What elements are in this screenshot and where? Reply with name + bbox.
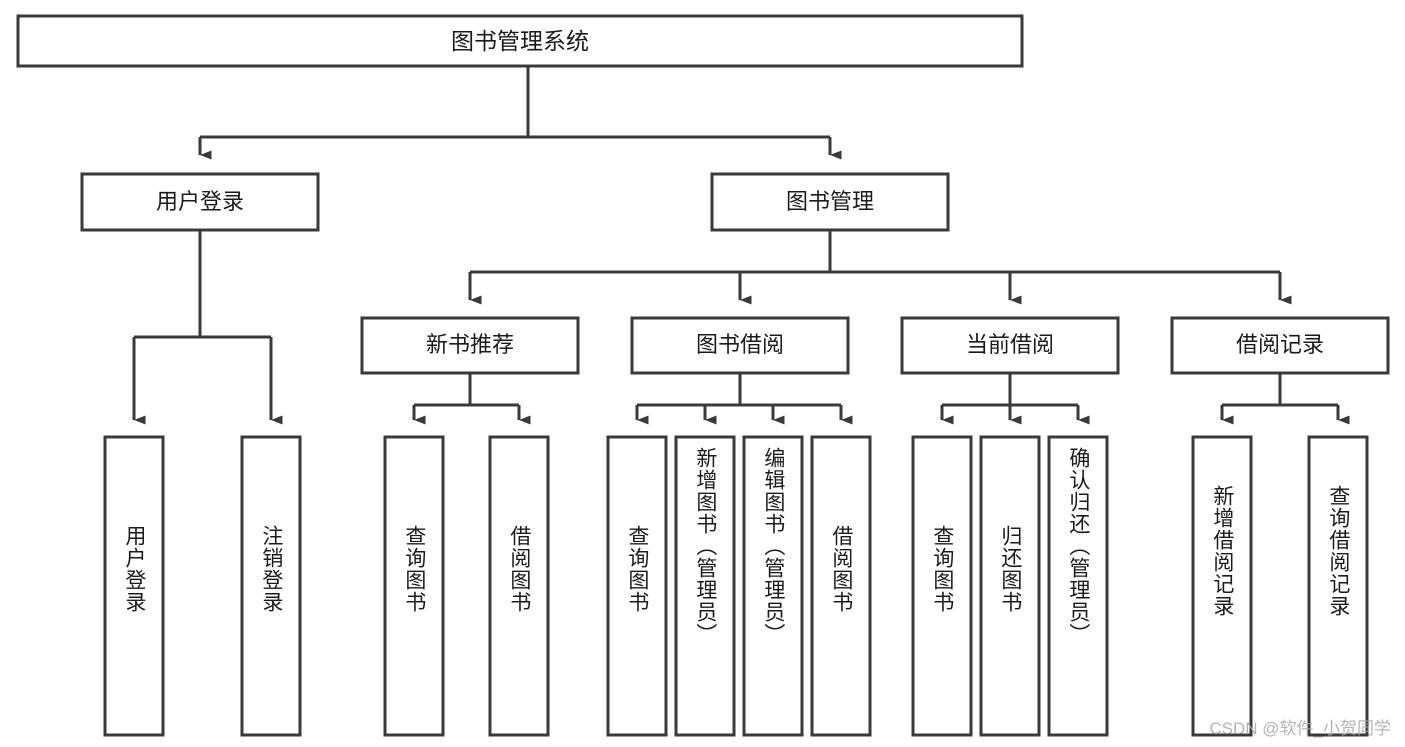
node-root-box[interactable]	[16, 14, 1024, 68]
connector-book-borrow-to-leaves	[635, 373, 853, 425]
leaf-box-book-borrow-4[interactable]	[810, 435, 872, 737]
node-new-book-recommend-label: 新书推荐	[426, 332, 514, 357]
connector-user-login-to-leaves	[132, 230, 283, 425]
node-book-borrow[interactable]: 图书借阅	[630, 316, 850, 375]
connector-book-management-to-level3	[468, 230, 1292, 305]
leaf-box-borrow-record-1[interactable]	[1191, 435, 1253, 737]
leaf-box-book-borrow-2[interactable]	[674, 435, 736, 737]
node-book-management-label: 图书管理	[786, 189, 874, 214]
node-borrow-record[interactable]: 借阅记录	[1170, 316, 1390, 375]
node-user-login-label: 用户登录	[156, 189, 244, 214]
leaf-box-borrow-record-2[interactable]	[1307, 435, 1369, 737]
connector-current-borrow-to-leaves	[940, 373, 1090, 425]
node-current-borrow-label: 当前借阅	[966, 332, 1054, 357]
node-user-login[interactable]: 用户登录	[80, 172, 320, 232]
node-user-login-box[interactable]	[80, 172, 320, 232]
leaf-box-current-borrow-3[interactable]	[1047, 435, 1109, 737]
leaf-box-new-book-2[interactable]	[488, 435, 550, 737]
node-new-book-recommend[interactable]: 新书推荐	[360, 316, 580, 375]
leaf-box-book-borrow-3[interactable]	[742, 435, 804, 737]
node-borrow-record-label: 借阅记录	[1236, 332, 1324, 357]
node-new-book-recommend-box[interactable]	[360, 316, 580, 375]
connector-borrow-record-to-leaves	[1220, 373, 1350, 425]
node-current-borrow[interactable]: 当前借阅	[900, 316, 1120, 375]
node-book-management[interactable]: 图书管理	[710, 172, 950, 232]
node-root[interactable]: 图书管理系统	[16, 14, 1024, 68]
connector-new-book-recommend-to-leaves	[412, 373, 531, 425]
node-book-borrow-label: 图书借阅	[696, 332, 784, 357]
leaf-box-book-borrow-1[interactable]	[606, 435, 668, 737]
leaf-box-user-login-1[interactable]	[103, 435, 165, 737]
leaf-box-new-book-1[interactable]	[383, 435, 445, 737]
leaf-box-user-login-2[interactable]	[240, 435, 302, 737]
leaf-box-current-borrow-2[interactable]	[979, 435, 1041, 737]
connector-root-to-level2	[198, 66, 842, 160]
node-current-borrow-box[interactable]	[900, 316, 1120, 375]
leaf-box-current-borrow-1[interactable]	[911, 435, 973, 737]
node-root-label: 图书管理系统	[451, 28, 589, 54]
